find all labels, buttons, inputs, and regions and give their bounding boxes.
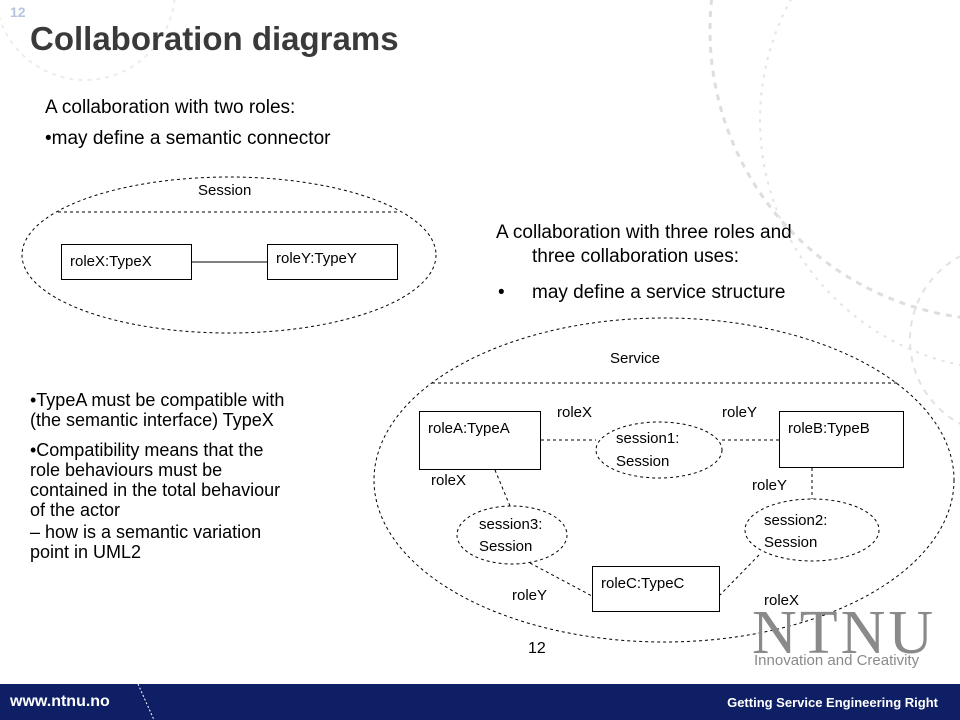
rolea-typea-label: roleA:TypeA [428,420,510,437]
roley-typey-box: roleY:TypeY [267,244,398,280]
note-typea-line2: (the semantic interface) TypeX [30,410,274,430]
slide-number-top: 12 [10,4,26,20]
session-collaboration-ellipse [21,176,437,334]
session3-name: session3: [479,516,543,533]
slide-title: Collaboration diagrams [30,20,399,57]
ntnu-logo-subtitle: Innovation and Creativity [754,652,920,669]
note-compat-line2: role behaviours must be [30,460,223,480]
bullet-service-structure: may define a service structure [532,282,786,303]
note-typea-line1: •TypeA must be compatible with [30,390,285,410]
note-compat-line3: contained in the total behaviour [30,480,281,500]
rolec-typec-box: roleC:TypeC [592,566,720,612]
rolex-typex-box: roleX:TypeX [61,244,192,280]
session3-type: Session [479,538,533,555]
session2-type: Session [764,534,818,551]
session1-name: session1: [616,430,680,447]
ntnu-logo: NTNU [752,599,937,667]
footer-tagline: Getting Service Engineering Right [727,695,938,710]
service-collaboration-name: Service [610,350,661,367]
note-compat-line6: point in UML2 [30,542,142,562]
footer-website-link[interactable]: www.ntnu.no [10,693,110,710]
roley-typey-label: roleY:TypeY [276,250,357,267]
session1-type: Session [616,453,670,470]
intro-three-roles-line1: A collaboration with three roles and [496,222,792,243]
note-compat-line1: •Compatibility means that the [30,440,264,460]
footer-bar [0,684,960,720]
rolec-typec-label: roleC:TypeC [601,575,685,592]
session-collaboration-name: Session [198,182,252,199]
session2-use-ellipse [744,498,880,562]
note-compat-line5: – how is a semantic variation [30,522,262,542]
roleb-typeb-label: roleB:TypeB [788,420,870,437]
bullet-semantic-connector: •may define a semantic connector [45,128,331,149]
intro-two-roles: A collaboration with two roles: [45,97,296,118]
binding-label-rolex-1: roleX [557,404,593,421]
session1-use-ellipse [595,421,723,479]
bullet-marker: • [498,282,505,303]
intro-three-roles-line2: three collaboration uses: [532,246,740,267]
service-collaboration-ellipse [373,317,955,643]
binding-label-roley-2: roleY [752,477,788,494]
binding-label-rolex-3: roleX [764,592,800,609]
binding-label-roley-1: roleY [722,404,758,421]
session2-name: session2: [764,512,828,529]
binding-label-roley-3: roleY [512,587,548,604]
rolea-typea-box: roleA:TypeA [419,411,541,470]
rolex-typex-label: roleX:TypeX [70,253,152,270]
note-compat-line4: of the actor [30,500,121,520]
page-number: 12 [528,640,546,657]
binding-label-rolex-2: roleX [431,472,467,489]
roleb-typeb-box: roleB:TypeB [779,411,904,468]
footer-separator-icon [137,684,155,720]
session3-use-ellipse [456,505,568,565]
